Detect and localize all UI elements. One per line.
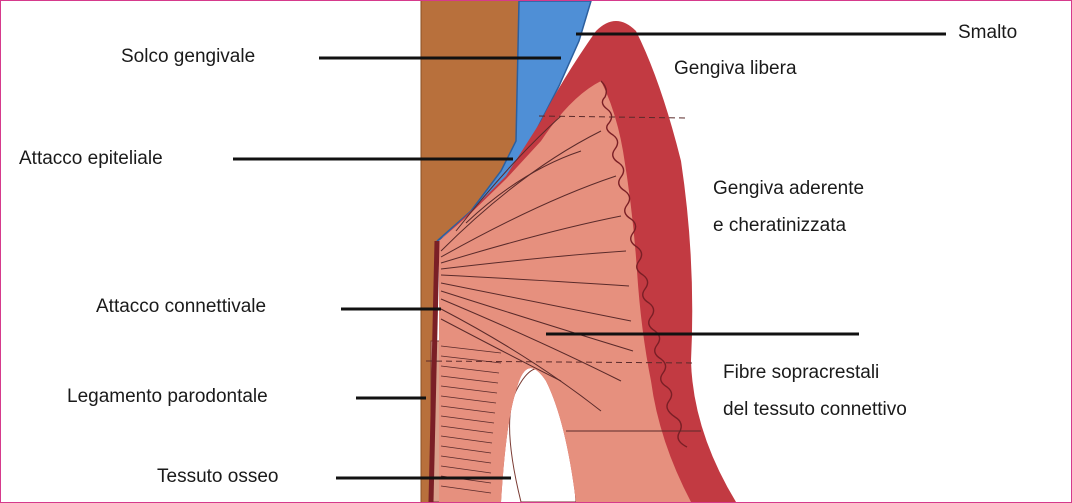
label-attacco-epiteliale: Attacco epiteliale [19, 146, 163, 172]
label-gengiva-aderente-1: Gengiva aderente [713, 176, 864, 202]
label-solco-gengivale: Solco gengivale [121, 44, 255, 70]
label-tessuto-osseo: Tessuto osseo [157, 464, 278, 490]
label-smalto: Smalto [958, 20, 1017, 46]
label-legamento-parodontale: Legamento parodontale [67, 384, 268, 410]
label-gengiva-libera: Gengiva libera [674, 56, 797, 82]
label-fibre-2: del tessuto connettivo [723, 397, 907, 423]
label-attacco-connettivale: Attacco connettivale [96, 294, 266, 320]
label-gengiva-aderente-2: e cheratinizzata [713, 213, 846, 239]
label-fibre-1: Fibre sopracrestali [723, 360, 879, 386]
